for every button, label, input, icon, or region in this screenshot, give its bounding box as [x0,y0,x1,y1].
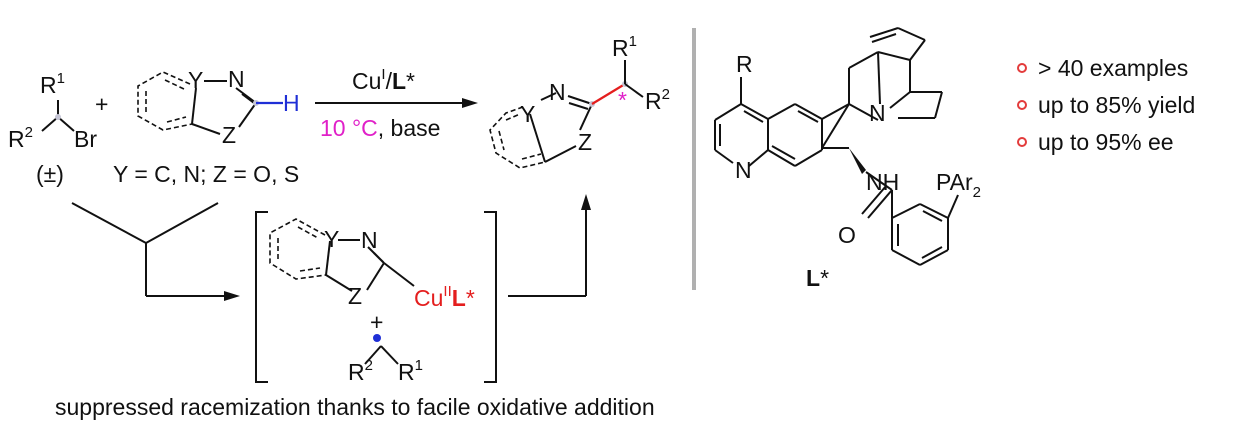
svg-text:Y: Y [324,226,339,252]
svg-text:N: N [361,227,378,253]
svg-text:R1: R1 [612,33,637,61]
ligand-structure: R N N NH O PAr2 L* [714,27,981,291]
svg-text:N: N [228,66,245,92]
bullet-icon [1017,63,1027,73]
radical-dot [373,334,381,342]
svg-text:R2: R2 [8,124,33,152]
svg-text:Z: Z [348,283,362,309]
product: Y N Z R1 R2 * [489,33,670,169]
svg-text:N: N [735,157,752,183]
svg-text:PAr2: PAr2 [936,169,981,201]
svg-text:O: O [838,222,856,248]
mechanism-path [71,194,591,301]
y-z-definition: Y = C, N; Z = O, S [113,161,299,187]
highlight-item: up to 95% ee [1038,129,1174,155]
svg-text:R1: R1 [40,70,65,98]
racemic-label: (±) [36,161,64,187]
reaction-conditions: CuI/L* 10 °C, base [315,66,478,141]
bromine-label: Br [74,126,97,152]
mechanism-caption: suppressed racemization thanks to facile… [55,394,655,420]
svg-text:R: R [736,51,753,77]
hydrogen-label: H [283,90,300,116]
intermediate-plus: + [370,309,383,335]
bullet-icon [1017,137,1027,147]
svg-text:N: N [869,100,886,126]
new-cc-bond [591,83,626,105]
intermediate: Y N Z CuIIL* + R2 R1 [255,211,497,385]
stereocenter-dot [55,114,61,120]
highlight-item: up to 85% yield [1038,92,1195,118]
svg-text:R1: R1 [398,357,423,385]
svg-text:L*: L* [806,265,829,291]
bullet-icon [1017,100,1027,110]
plus-sign: + [95,91,108,117]
alkyl-bromide: R1 R2 Br (±) [8,70,97,187]
svg-text:R2: R2 [645,86,670,114]
highlight-item: > 40 examples [1038,55,1188,81]
svg-text:Z: Z [578,129,592,155]
svg-text:Y: Y [520,101,535,127]
highlights-list: > 40 examples up to 85% yield up to 95% ee [1017,55,1195,155]
svg-text:CuI/L*: CuI/L* [352,66,415,94]
svg-text:N: N [549,79,566,105]
svg-text:10 °C, base: 10 °C, base [320,115,440,141]
svg-text:Y: Y [188,67,203,93]
svg-text:CuIIL*: CuIIL* [414,283,475,311]
stereo-star: * [618,87,627,113]
svg-text:NH: NH [866,169,899,195]
azole-reactant: Y N Z H Y = C, N; Z = O, S [113,66,300,187]
svg-text:R2: R2 [348,357,373,385]
svg-text:Z: Z [222,122,236,148]
